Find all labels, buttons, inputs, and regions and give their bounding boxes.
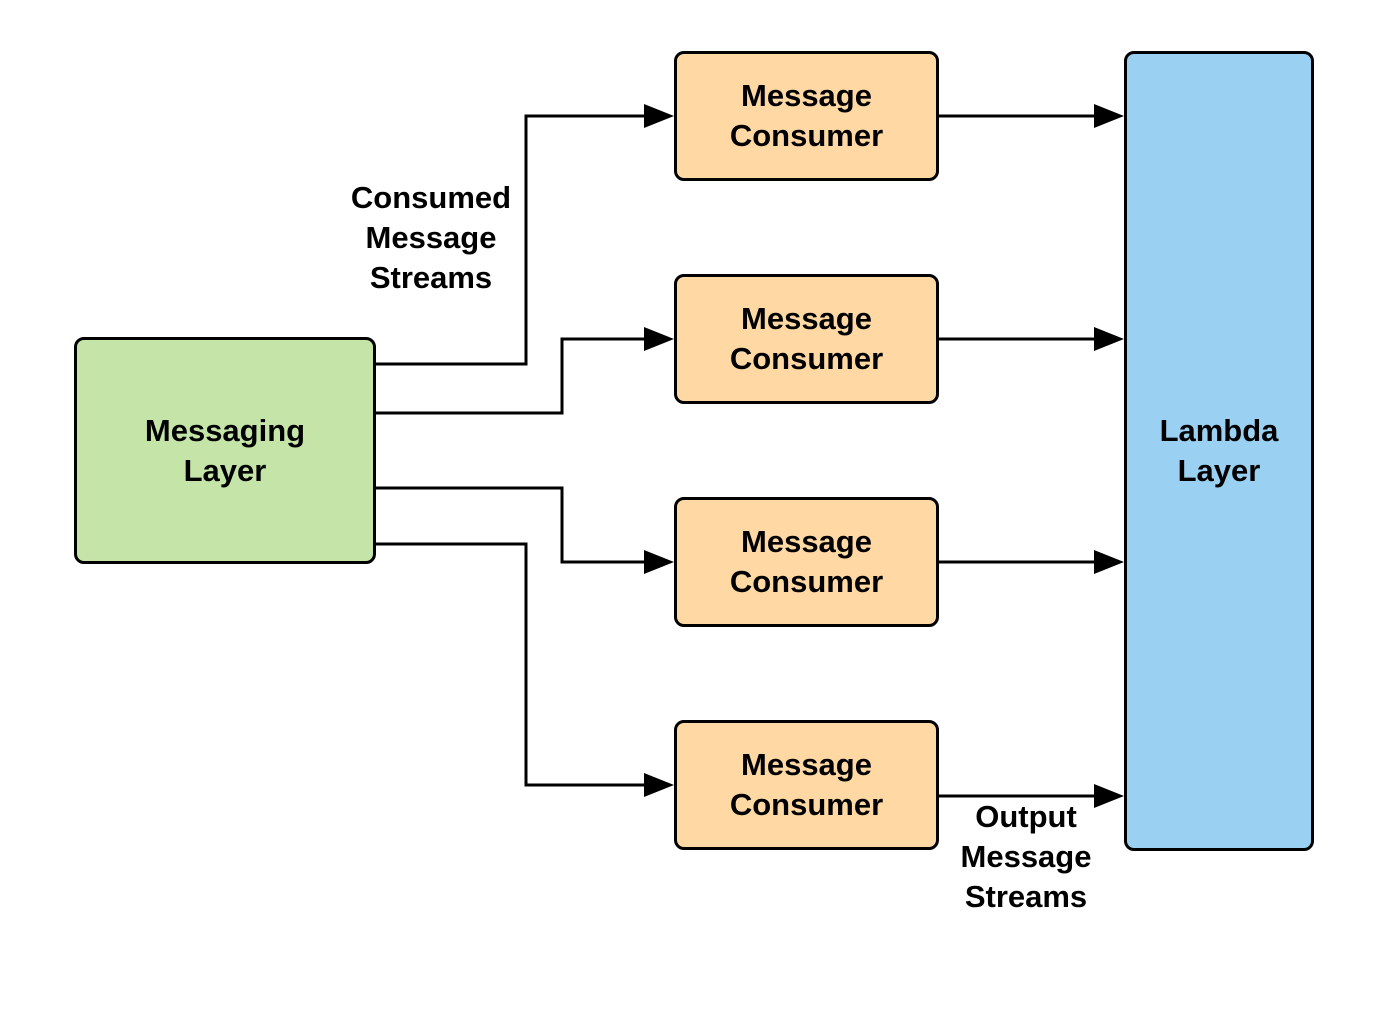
consumer-3-label-line2: Consumer <box>729 564 884 599</box>
arrowhead-lambda-2 <box>1094 327 1124 351</box>
consumer-1-label-line1: Message <box>741 78 872 113</box>
output-label-line3: Streams <box>964 879 1088 914</box>
lambda-layer-label-line1: Lambda <box>1159 413 1279 448</box>
output-label-line2: Message <box>960 839 1092 874</box>
arrowhead-lambda-3 <box>1094 550 1124 574</box>
edge-messaging-to-consumer-1 <box>376 114 644 366</box>
consumer-2-label-line2: Consumer <box>729 341 884 376</box>
consumer-1-label-line2: Consumer <box>729 118 884 153</box>
lambda-layer-node: Lambda Layer <box>1124 51 1314 851</box>
consumer-4-label-line2: Consumer <box>729 787 884 822</box>
messaging-layer-node: Messaging Layer <box>74 337 376 564</box>
consumer-4-label-line1: Message <box>741 747 872 782</box>
message-consumer-node-2: Message Consumer <box>674 274 939 404</box>
edge-messaging-to-consumer-2 <box>376 337 644 415</box>
message-consumer-node-4: Message Consumer <box>674 720 939 850</box>
arrowhead-lambda-4 <box>1094 784 1124 808</box>
consumed-label-line2: Message <box>365 220 497 255</box>
message-consumer-node-3: Message Consumer <box>674 497 939 627</box>
arrowhead-consumer-4 <box>644 773 674 797</box>
output-label-line1: Output <box>975 799 1077 834</box>
edge-messaging-to-consumer-3 <box>376 486 644 564</box>
message-consumer-node-1: Message Consumer <box>674 51 939 181</box>
messaging-layer-label-line2: Layer <box>183 452 267 488</box>
lambda-layer-label-line2: Layer <box>1177 453 1261 488</box>
arrowhead-consumer-2 <box>644 327 674 351</box>
arrowhead-consumer-3 <box>644 550 674 574</box>
consumed-label-line3: Streams <box>369 260 493 295</box>
messaging-layer-label-line1: Messaging <box>144 412 306 448</box>
consumer-2-label-line1: Message <box>741 301 872 336</box>
arrowhead-lambda-1 <box>1094 104 1124 128</box>
consumed-message-streams-label: Consumed Message Streams <box>331 178 531 298</box>
output-message-streams-label: Output Message Streams <box>926 797 1126 917</box>
consumer-3-label-line1: Message <box>741 524 872 559</box>
arrowhead-consumer-1 <box>644 104 674 128</box>
edge-messaging-to-consumer-4 <box>376 542 644 787</box>
consumed-label-line1: Consumed <box>350 180 512 215</box>
